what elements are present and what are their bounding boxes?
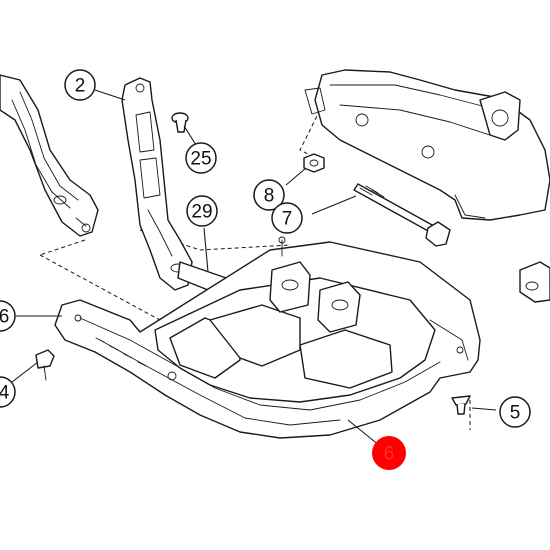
- callout-8: 8: [253, 179, 285, 211]
- callout-label-2: 2: [75, 76, 86, 97]
- callout-label-5: 5: [510, 403, 521, 424]
- left-frame-rail: [0, 74, 99, 237]
- callout-7: 7: [271, 202, 303, 234]
- callout-label-8: 8: [264, 186, 275, 207]
- leader-lines: [11, 89, 497, 447]
- bracket-arm: [121, 77, 193, 291]
- screw-part-25: [171, 112, 189, 133]
- callout-left-top: 6: [0, 300, 16, 332]
- callout-left-bottom: 4: [0, 376, 16, 408]
- highlight-circle: [372, 436, 406, 470]
- nut-part-8: [303, 153, 325, 173]
- callout-label-6: 6: [384, 444, 395, 465]
- callout-6-highlighted: 6: [372, 436, 406, 470]
- callout-2: 2: [64, 69, 96, 101]
- skid-plate: [54, 236, 481, 439]
- callout-label-7: 7: [282, 209, 293, 230]
- upper-frame-assembly: [304, 69, 550, 303]
- callout-29: 29: [186, 195, 218, 227]
- callout-25: 25: [185, 142, 217, 174]
- callout-5: 5: [499, 396, 531, 428]
- small-bolt-left: [35, 349, 55, 381]
- callout-label-29: 29: [191, 202, 212, 223]
- callout-label-25: 25: [190, 149, 211, 170]
- screw-part-5: [451, 395, 471, 415]
- callout-label-left-top: 6: [0, 307, 9, 328]
- bolt-part-7: [353, 183, 451, 247]
- callout-label-left-bottom: 4: [0, 383, 10, 404]
